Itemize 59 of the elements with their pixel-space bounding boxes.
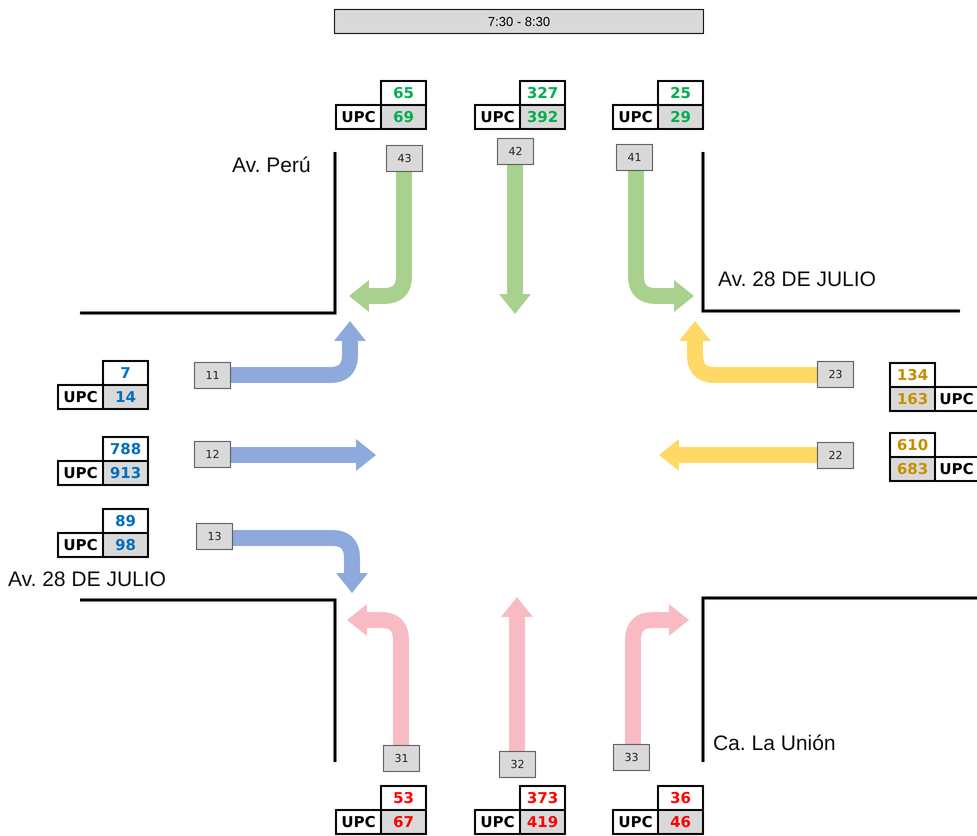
upc-label-cell: UPC — [612, 809, 659, 835]
count-cell: 134 — [889, 362, 936, 388]
movement-number-box: 13 — [196, 523, 233, 550]
movement-arrow — [231, 439, 376, 471]
street-name: Ca. La Unión — [713, 731, 836, 757]
count-cell: 65 — [380, 80, 427, 106]
movement-arrow — [501, 597, 533, 751]
upc-label-cell: UPC — [57, 460, 104, 486]
movement-number-box: 33 — [613, 744, 650, 771]
count-cell: 327 — [519, 80, 566, 106]
upc-label-cell: UPC — [57, 384, 104, 410]
upc-count-cell: 913 — [102, 460, 149, 486]
movement-number-box: 23 — [817, 361, 854, 388]
upc-count-cell: 69 — [380, 104, 427, 130]
count-cell: 7 — [102, 360, 149, 386]
movement-number-box: 22 — [817, 442, 854, 469]
count-cell: 53 — [380, 785, 427, 811]
movement-number-box: 41 — [616, 144, 653, 171]
movement-arrow — [347, 604, 409, 745]
upc-label-cell: UPC — [934, 386, 977, 412]
street-name: Av. 28 DE JULIO — [718, 267, 876, 293]
movement-arrow — [233, 530, 368, 593]
upc-label-cell: UPC — [335, 809, 382, 835]
upc-count-cell: 14 — [102, 384, 149, 410]
movement-arrow — [659, 439, 817, 471]
street-name: Av. Perú — [232, 153, 311, 179]
upc-count-cell: 29 — [657, 104, 704, 130]
movement-number-box: 42 — [497, 138, 534, 165]
title-bar: 7:30 - 8:30 — [334, 9, 704, 34]
movement-number-box: 32 — [499, 751, 536, 778]
movement-arrow — [349, 171, 412, 312]
upc-count-cell: 392 — [519, 104, 566, 130]
upc-label-cell: UPC — [57, 532, 104, 558]
upc-count-cell: 46 — [657, 809, 704, 835]
count-cell: 610 — [889, 432, 936, 458]
upc-label-cell: UPC — [934, 456, 977, 482]
count-cell: 89 — [102, 508, 149, 534]
movement-number-box: 43 — [386, 145, 423, 172]
upc-label-cell: UPC — [612, 104, 659, 130]
movement-arrow — [231, 321, 366, 383]
movement-number-box: 31 — [383, 745, 420, 772]
count-cell: 373 — [519, 785, 566, 811]
count-cell: 36 — [657, 785, 704, 811]
upc-count-cell: 683 — [889, 456, 936, 482]
count-cell: 788 — [102, 436, 149, 462]
street-name: Av. 28 DE JULIO — [8, 567, 166, 593]
upc-count-cell: 98 — [102, 532, 149, 558]
movement-number-box: 12 — [194, 441, 231, 468]
upc-label-cell: UPC — [335, 104, 382, 130]
movement-arrow — [679, 321, 817, 383]
upc-label-cell: UPC — [474, 809, 521, 835]
upc-count-cell: 67 — [380, 809, 427, 835]
movement-arrow — [625, 604, 689, 744]
upc-count-cell: 163 — [889, 386, 936, 412]
count-cell: 25 — [657, 80, 704, 106]
movement-number-box: 11 — [194, 362, 231, 389]
upc-count-cell: 419 — [519, 809, 566, 835]
movement-arrow — [499, 164, 531, 314]
upc-label-cell: UPC — [474, 104, 521, 130]
